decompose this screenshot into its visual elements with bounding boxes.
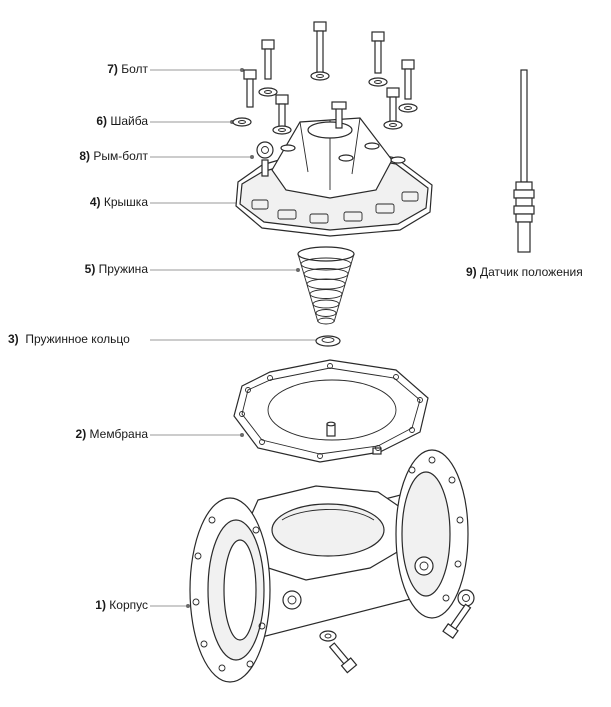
label-bolt: 7) Болт <box>107 62 148 76</box>
bolt <box>371 31 385 74</box>
label-cover: 4) Крышка <box>89 195 148 209</box>
bolt <box>261 39 275 80</box>
label-position-sensor: 9) Датчик положения <box>466 265 583 279</box>
label-spring-ring: 3) Пружинное кольцо <box>8 332 130 346</box>
label-membrane: 2) Мембрана <box>75 427 148 441</box>
spring <box>297 246 355 325</box>
spring-ring <box>315 335 341 347</box>
position-sensor <box>513 69 535 253</box>
label-eye-bolt: 8) Рым-болт <box>79 149 148 163</box>
label-body: 1) Корпус <box>95 598 148 612</box>
bolt <box>243 69 257 108</box>
bolt <box>313 21 327 76</box>
cover <box>235 101 433 237</box>
membrane <box>233 359 429 463</box>
label-washer: 6) Шайба <box>96 114 148 128</box>
label-spring: 5) Пружина <box>84 262 148 276</box>
bolt <box>401 59 415 100</box>
eye-bolt <box>256 141 274 177</box>
washer-group <box>232 71 418 135</box>
valve-body <box>189 449 475 683</box>
